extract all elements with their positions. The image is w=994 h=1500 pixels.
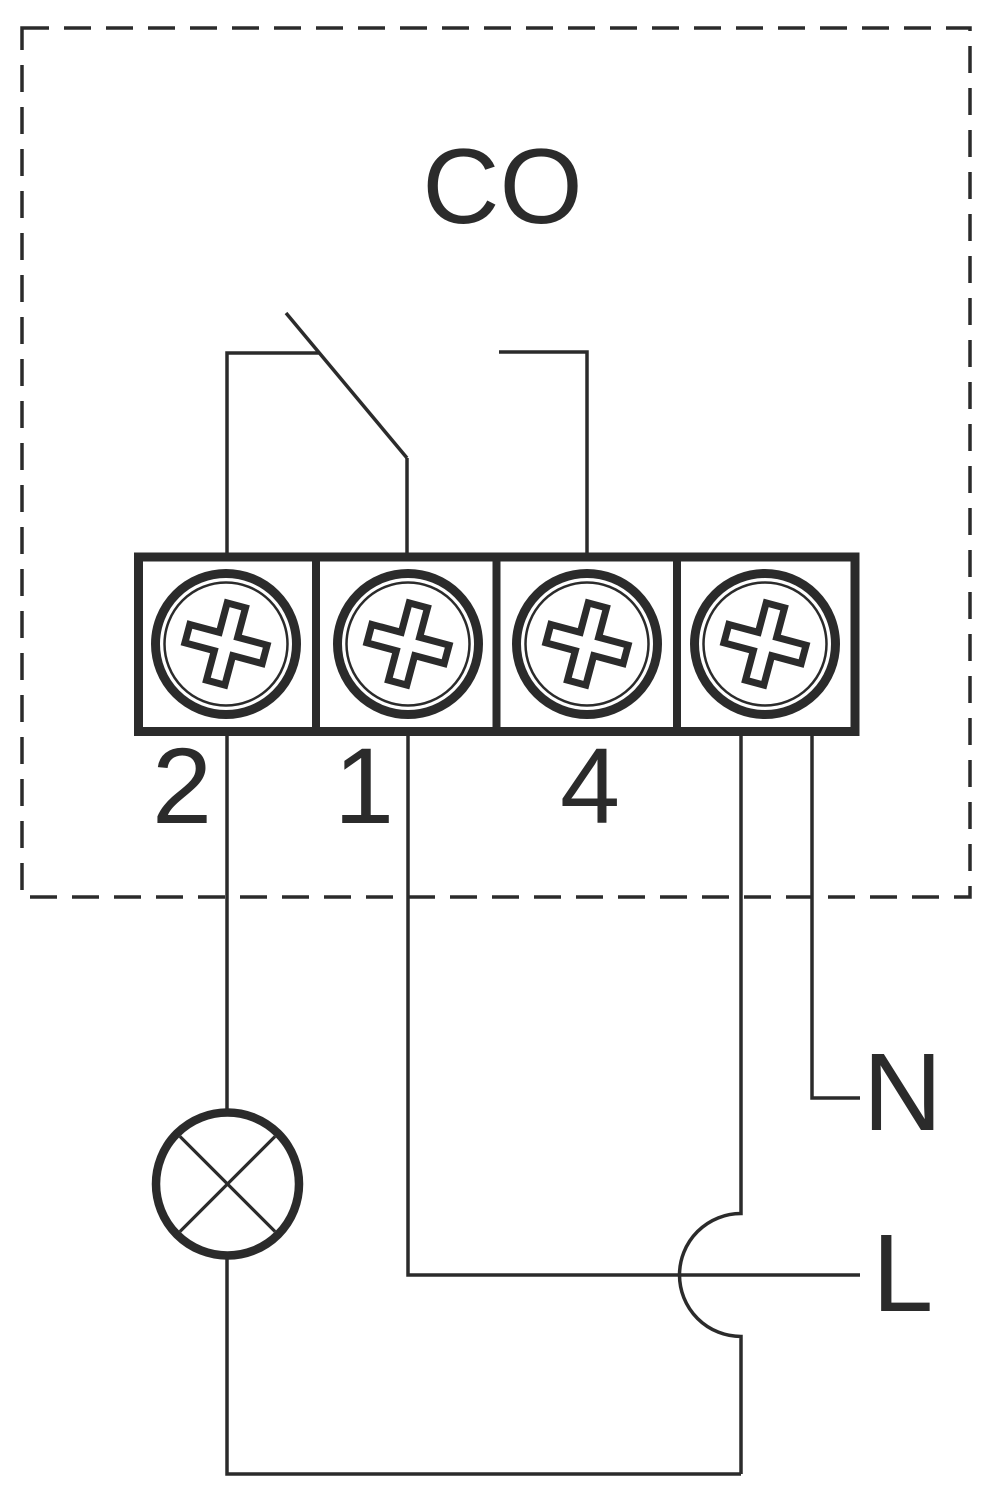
svg-text:1: 1: [334, 725, 394, 846]
svg-text:4: 4: [560, 725, 620, 846]
svg-text:CO: CO: [422, 126, 583, 246]
svg-text:2: 2: [152, 725, 212, 846]
svg-text:L: L: [872, 1212, 933, 1335]
svg-text:N: N: [863, 1031, 942, 1154]
